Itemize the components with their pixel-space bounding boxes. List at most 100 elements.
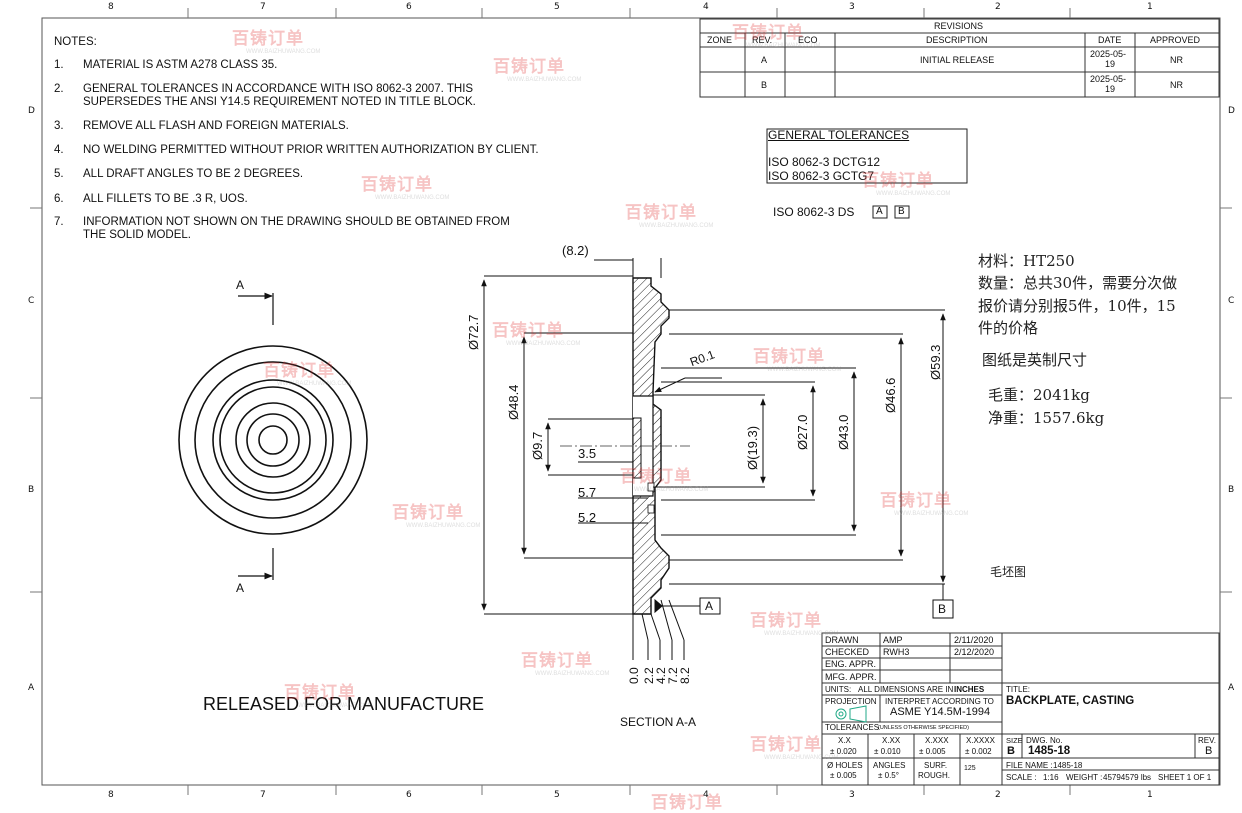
tb-tolerances-note: (UNLESS OTHERWISE SPECIFIED) xyxy=(878,725,969,731)
watermark: 百铸订单 xyxy=(651,793,723,812)
zone-left-c: C xyxy=(28,296,35,306)
dim-h35: 3.5 xyxy=(578,446,597,461)
tb-surf-label: SURF. xyxy=(924,761,948,770)
tb-file-label: FILE NAME : xyxy=(1006,761,1053,770)
cn-quantity-line1: 数量：总共30件，需要分次做 xyxy=(978,274,1178,292)
gen-tol-line1: ISO 8062-3 DCTG12 xyxy=(768,155,881,169)
tb-tol-v1: ± 0.020 xyxy=(830,747,857,756)
tb-tol-h4: X.XXXX xyxy=(966,736,995,745)
cn-quantity-line2: 报价请分别报5件，10件，15 xyxy=(978,297,1176,315)
gen-tol-line2: ISO 8062-3 GCTG7 xyxy=(768,169,875,183)
datum-b-label: B xyxy=(938,602,947,616)
zone-top-7: 7 xyxy=(260,2,266,12)
zone-top-8: 8 xyxy=(108,2,114,12)
cn-blank-drawing: 毛坯图 xyxy=(990,565,1027,579)
tb-tol-v3: ± 0.005 xyxy=(919,747,946,756)
gen-tol-title: GENERAL TOLERANCES xyxy=(768,128,910,142)
tb-checked-label: CHECKED xyxy=(825,647,870,657)
tb-weight-label: WEIGHT : xyxy=(1066,773,1103,782)
zone-bottom-8: 8 xyxy=(108,790,114,800)
zone-bottom-1: 1 xyxy=(1147,790,1153,800)
cn-net-weight: 净重：1557.6kg xyxy=(988,409,1105,427)
tb-units-value: INCHES xyxy=(954,685,985,694)
zone-right-c: C xyxy=(1228,296,1235,306)
zone-bottom-6: 6 xyxy=(406,790,412,800)
tb-title-label: TITLE: xyxy=(1006,685,1031,694)
tb-holes-label: Ø HOLES xyxy=(827,761,863,770)
zone-left-b: B xyxy=(28,485,35,495)
tb-holes-value: ± 0.005 xyxy=(830,771,857,780)
tb-dwg: 1485-18 xyxy=(1028,745,1071,757)
tb-drawn-date: 2/11/2020 xyxy=(954,635,994,645)
dim-d9: Ø9.7 xyxy=(530,431,545,460)
cn-material: 材料：HT250 xyxy=(978,252,1075,270)
ds-datum-a: A xyxy=(876,206,883,217)
rev-row-a-date: 2025-05- xyxy=(1090,49,1127,59)
tb-interpret: INTERPRET ACCORDING TO xyxy=(885,697,994,706)
tb-standard: ASME Y14.5M-1994 xyxy=(890,706,991,718)
zone-bottom-7: 7 xyxy=(260,790,266,800)
dim-top-width: (8.2) xyxy=(562,243,589,258)
notes-title: NOTES: xyxy=(54,36,97,48)
zone-top-6: 6 xyxy=(406,2,412,12)
rev-row-b-rev: B xyxy=(761,80,768,90)
tb-size-label: SIZE xyxy=(1006,736,1023,745)
ds-datum-b: B xyxy=(898,206,905,217)
tb-tol-v4: ± 0.002 xyxy=(965,747,992,756)
dim-h57: 5.7 xyxy=(578,485,597,500)
tb-size: B xyxy=(1007,745,1015,757)
tb-drawn-label: DRAWN xyxy=(825,635,859,645)
tb-rev: B xyxy=(1205,745,1213,757)
tb-sheet: SHEET 1 OF 1 xyxy=(1158,773,1212,782)
tb-weight: 45794579 lbs xyxy=(1103,773,1152,782)
rev-header-description: DESCRIPTION xyxy=(926,35,988,45)
tb-scale: 1:16 xyxy=(1043,773,1059,782)
rev-row-b-date-day: 19 xyxy=(1105,84,1116,94)
dim-h52: 5.2 xyxy=(578,510,597,525)
ds-label: ISO 8062-3 DS xyxy=(773,205,855,219)
tb-scale-label: SCALE : xyxy=(1006,773,1037,782)
zone-top-2: 2 xyxy=(995,2,1001,12)
dim-d43: Ø43.0 xyxy=(836,414,851,450)
section-marker-bottom: A xyxy=(236,581,245,595)
tb-tol-h2: X.XX xyxy=(882,736,901,745)
rev-header-rev: REV. xyxy=(752,35,773,45)
dim-d46: Ø46.6 xyxy=(883,377,898,413)
tb-angles-value: ± 0.5° xyxy=(878,771,899,780)
tb-projection-label: PROJECTION xyxy=(825,697,877,706)
dim-d27: Ø27.0 xyxy=(795,414,810,450)
tb-title: BACKPLATE, CASTING xyxy=(1006,695,1135,707)
rev-row-a-rev: A xyxy=(761,55,768,65)
rev-row-b-approved: NR xyxy=(1170,80,1183,90)
tb-angles-label: ANGLES xyxy=(873,761,906,770)
cn-units: 图纸是英制尺寸 xyxy=(982,351,1088,369)
rev-row-a-description: INITIAL RELEASE xyxy=(920,55,995,65)
zone-right-b: B xyxy=(1228,485,1235,495)
rev-header-eco: ECO xyxy=(798,35,818,45)
zone-bottom-3: 3 xyxy=(849,790,855,800)
zone-top-3: 3 xyxy=(849,2,855,12)
zone-bottom-2: 2 xyxy=(995,790,1001,800)
zone-bottom-4: 4 xyxy=(703,790,709,800)
zone-bottom-5: 5 xyxy=(554,790,560,800)
dim-d72: Ø72.7 xyxy=(466,314,481,350)
dim-bottom-4: 8.2 xyxy=(678,667,692,684)
tb-tol-v2: ± 0.010 xyxy=(874,747,901,756)
zone-right-d: D xyxy=(1228,106,1235,116)
section-view xyxy=(560,277,690,615)
zone-left-a: A xyxy=(28,683,35,693)
tb-mfg-appr: MFG. APPR. xyxy=(825,672,877,682)
section-title: SECTION A-A xyxy=(620,715,697,729)
revisions-title: REVISIONS xyxy=(934,21,984,31)
rev-row-a-date-day: 19 xyxy=(1105,59,1116,69)
